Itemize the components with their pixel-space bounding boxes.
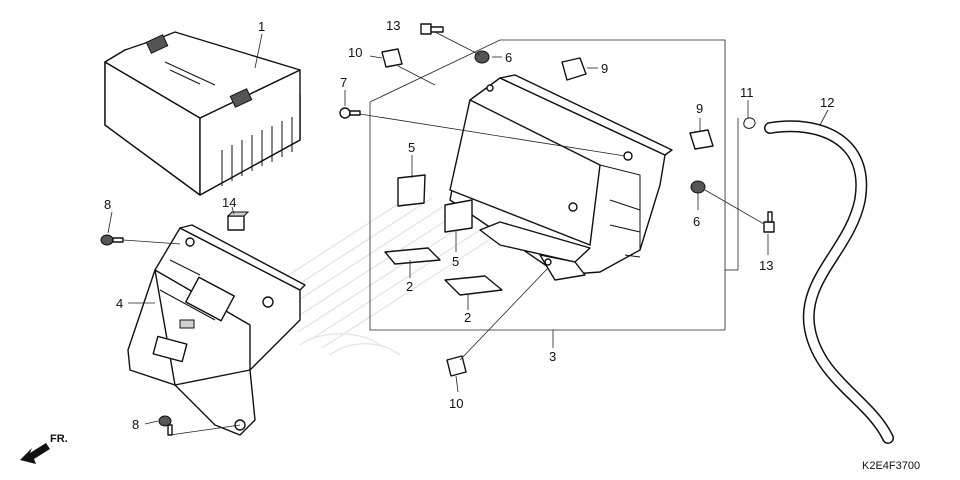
callout-9-top: 9 [601,61,608,76]
screw-7 [339,107,361,119]
callout-11: 11 [740,85,754,100]
relay-connector [226,211,250,231]
callout-14: 14 [222,195,236,210]
callout-9-right: 9 [696,101,703,116]
callout-3: 3 [549,349,556,364]
bolt-8-top [100,234,124,246]
grommet-6-top [474,50,490,64]
diagram-code: K2E4F3700 [862,460,920,472]
callout-5-a: 5 [408,140,415,155]
callouts: 1 13 10 6 9 7 11 12 9 5 14 8 6 5 13 2 4 … [104,18,834,432]
bolt-13-top [420,23,444,35]
assembly-outline [369,39,739,331]
clamp-11 [743,117,756,129]
front-label: FR. [50,433,68,445]
callout-1: 1 [258,19,265,34]
bolt-13-right [763,211,775,233]
cushion-pads [384,174,503,296]
callout-5-b: 5 [452,254,459,269]
callout-12: 12 [820,95,834,110]
bolt-8-bottom [158,415,173,436]
rubber-5-b [444,199,473,233]
hardware [100,23,775,436]
front-marker: FR. [20,433,68,464]
callout-2-b: 2 [464,310,471,325]
callout-4: 4 [116,296,123,311]
clip-nut-10-bottom [446,355,467,377]
pad-2-b [444,275,503,296]
callout-8-top: 8 [104,197,111,212]
callout-13-right: 13 [759,258,773,273]
front-arrow-icon [20,443,50,464]
clip-9-right [689,129,714,150]
battery-ribs [221,117,293,186]
clip-nut-10-top [381,48,403,68]
callout-13-top: 13 [386,18,400,33]
callout-6-right: 6 [693,214,700,229]
clip-9-top [561,57,587,81]
callout-7: 7 [340,75,347,90]
callout-10-bottom: 10 [449,396,463,411]
rubber-5-a [397,174,426,207]
callout-2-a: 2 [406,279,413,294]
watermark [249,189,493,356]
callout-10-top: 10 [348,45,362,60]
callout-8-bottom: 8 [132,417,139,432]
battery [104,31,301,196]
pad-2-a [384,247,441,265]
battery-box [449,74,673,281]
leader-lines [107,31,829,436]
grommet-6-right [690,180,706,194]
breather-tube [764,120,894,444]
battery-holder [127,224,306,436]
callout-6-top: 6 [505,50,512,65]
